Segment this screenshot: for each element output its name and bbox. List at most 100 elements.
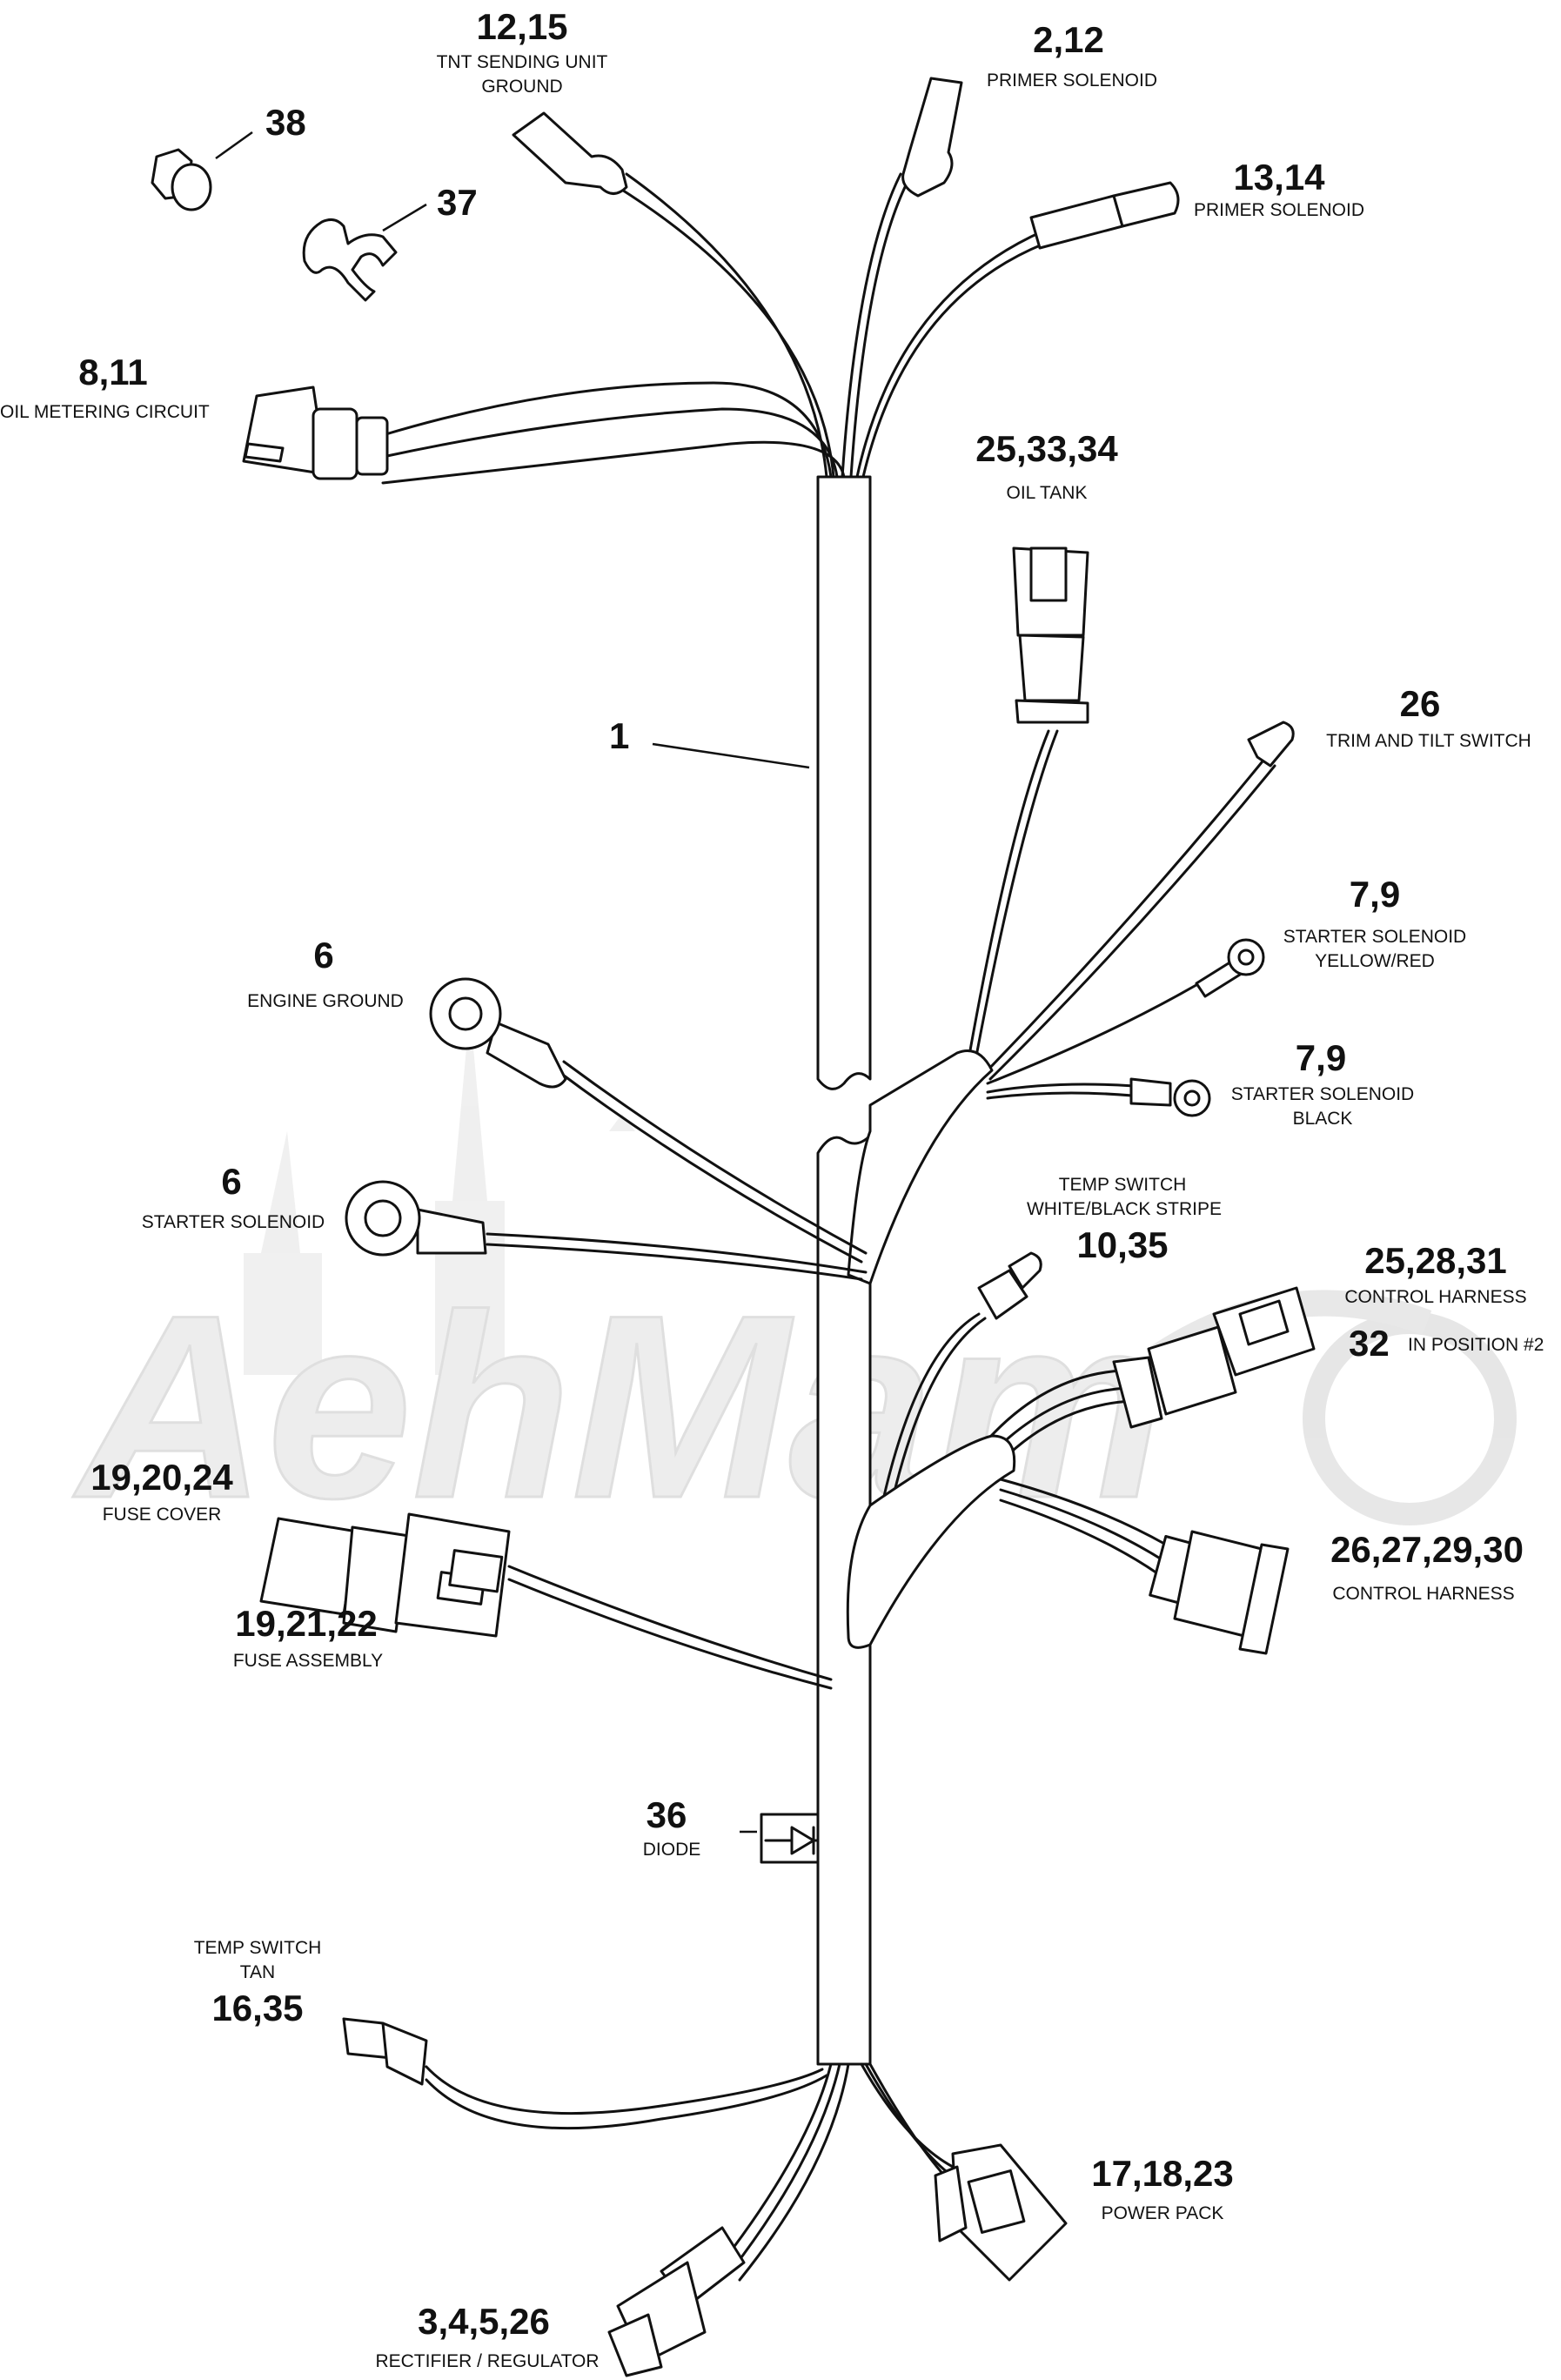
temp-switch-tan xyxy=(342,2017,828,2130)
label-17-18-23-number: 17,18,23 xyxy=(1091,2153,1234,2194)
label-25-33-34-number: 25,33,34 xyxy=(975,428,1118,469)
oil-metering-circuit-connector xyxy=(242,385,389,480)
label-3-4-5-26: 3,4,5,26 RECTIFIER / REGULATOR xyxy=(375,2301,599,2371)
label-6a-caption: ENGINE GROUND xyxy=(247,991,404,1011)
top-wires xyxy=(381,172,1046,485)
control-harness-upper xyxy=(981,1286,1316,1464)
label-26-27-29-30-number: 26,27,29,30 xyxy=(1330,1529,1524,1570)
label-37: 37 xyxy=(437,182,478,223)
label-25-28-31: 25,28,31 CONTROL HARNESS xyxy=(1344,1240,1526,1307)
label-32-number: 32 xyxy=(1349,1323,1390,1364)
label-36-caption: DIODE xyxy=(643,1840,701,1860)
label-38: 38 xyxy=(265,102,306,143)
label-26-27-29-30: 26,27,29,30 CONTROL HARNESS xyxy=(1330,1529,1524,1604)
fuse-assembly xyxy=(394,1512,511,1638)
label-8-11-caption: OIL METERING CIRCUIT xyxy=(0,402,210,422)
label-16-35: TEMP SWITCH TAN 16,35 xyxy=(194,1938,322,2028)
label-3-4-5-26-caption: RECTIFIER / REGULATOR xyxy=(375,2351,599,2371)
fuse-wires xyxy=(507,1565,833,1690)
lower-sleeve-wrap xyxy=(846,1434,1016,1649)
label-6b-caption: STARTER SOLENOID xyxy=(142,1212,325,1232)
control-harness-lower xyxy=(999,1478,1290,1655)
label-7-9a-caption-2: YELLOW/RED xyxy=(1315,951,1435,971)
label-17-18-23: 17,18,23 POWER PACK xyxy=(1091,2153,1234,2223)
label-19-20-24: 19,20,24 FUSE COVER xyxy=(90,1457,233,1525)
bottom-wires xyxy=(720,2062,963,2282)
diode-symbol xyxy=(760,1813,820,1864)
label-16-35-caption: TEMP SWITCH xyxy=(194,1938,322,1958)
primer-solenoid-connector-a xyxy=(901,77,963,198)
clip-part-37 xyxy=(302,218,398,302)
label-13-14-caption: PRIMER SOLENOID xyxy=(1194,200,1364,220)
watermark-text: AehMam xyxy=(70,1260,1167,1552)
label-13-14: 13,14 PRIMER SOLENOID xyxy=(1194,157,1364,220)
label-26-number: 26 xyxy=(1400,683,1441,724)
power-pack-connector xyxy=(934,2143,1068,2282)
label-26: 26 TRIM AND TILT SWITCH xyxy=(1326,683,1531,751)
label-10-35-number: 10,35 xyxy=(1076,1224,1168,1265)
tnt-sending-unit-connector xyxy=(512,111,628,195)
trim-tilt-terminal xyxy=(1247,721,1295,768)
label-25-33-34: 25,33,34 OIL TANK xyxy=(975,428,1118,503)
label-8-11-number: 8,11 xyxy=(78,352,147,392)
label-7-9-black: 7,9 STARTER SOLENOID BLACK xyxy=(1231,1037,1414,1129)
label-16-35-number: 16,35 xyxy=(211,1988,303,2028)
label-25-28-31-caption: CONTROL HARNESS xyxy=(1344,1287,1526,1307)
label-17-18-23-caption: POWER PACK xyxy=(1102,2203,1224,2223)
label-19-21-22-number: 19,21,22 xyxy=(235,1603,378,1644)
label-7-9b-caption: STARTER SOLENOID xyxy=(1231,1084,1414,1104)
cap-part-38 xyxy=(151,148,212,211)
label-7-9-yellow-red: 7,9 STARTER SOLENOID YELLOW/RED xyxy=(1283,874,1466,971)
label-6-starter-solenoid: 6 STARTER SOLENOID xyxy=(142,1161,325,1232)
label-26-caption: TRIM AND TILT SWITCH xyxy=(1326,731,1531,751)
rectifier-regulator-connector xyxy=(607,2226,746,2377)
primer-solenoid-connector-b xyxy=(1029,181,1180,250)
label-7-9b-caption-2: BLACK xyxy=(1293,1109,1353,1129)
label-2-12-number: 2,12 xyxy=(1033,19,1104,60)
label-26-27-29-30-caption: CONTROL HARNESS xyxy=(1332,1584,1514,1604)
leader-lines xyxy=(215,131,810,1834)
right-upper-wires xyxy=(964,729,1276,1100)
ring-terminal-black xyxy=(1129,1077,1211,1117)
label-38-number: 38 xyxy=(265,102,306,143)
label-6b-number: 6 xyxy=(221,1161,241,1202)
label-6-engine-ground: 6 ENGINE GROUND xyxy=(247,935,404,1011)
label-1-number: 1 xyxy=(609,715,629,756)
label-19-20-24-number: 19,20,24 xyxy=(90,1457,233,1498)
label-6a-number: 6 xyxy=(313,935,333,975)
label-2-12-caption: PRIMER SOLENOID xyxy=(987,70,1157,91)
label-12-15-number: 12,15 xyxy=(476,6,567,47)
starter-solenoid-ring-wire xyxy=(345,1180,868,1281)
label-36-number: 36 xyxy=(647,1794,687,1835)
label-3-4-5-26-number: 3,4,5,26 xyxy=(418,2301,550,2342)
label-32-caption: IN POSITION #2 xyxy=(1408,1335,1544,1355)
ring-terminal-yellow-red xyxy=(1195,938,1265,998)
main-harness-trunk xyxy=(816,475,872,2066)
label-12-15-caption: TNT SENDING UNIT xyxy=(437,52,608,72)
label-7-9a-number: 7,9 xyxy=(1350,874,1400,915)
engine-ground-wire xyxy=(429,977,868,1264)
label-1: 1 xyxy=(609,715,629,756)
label-10-35-caption: TEMP SWITCH xyxy=(1059,1175,1187,1195)
label-25-33-34-caption: OIL TANK xyxy=(1007,483,1088,503)
label-37-number: 37 xyxy=(437,182,478,223)
label-10-35: TEMP SWITCH WHITE/BLACK STRIPE 10,35 xyxy=(1027,1175,1222,1265)
label-2-12: 2,12 PRIMER SOLENOID xyxy=(987,19,1157,91)
label-7-9b-number: 7,9 xyxy=(1296,1037,1346,1078)
label-13-14-number: 13,14 xyxy=(1233,157,1325,198)
fuse-cover xyxy=(259,1517,411,1633)
label-32: 32 IN POSITION #2 xyxy=(1349,1323,1544,1364)
label-8-11: 8,11 OIL METERING CIRCUIT xyxy=(0,352,210,422)
label-19-21-22-caption: FUSE ASSEMBLY xyxy=(233,1651,383,1671)
label-12-15: 12,15 TNT SENDING UNIT GROUND xyxy=(437,6,608,97)
label-25-28-31-number: 25,28,31 xyxy=(1364,1240,1507,1281)
upper-sleeve-wrap xyxy=(847,1049,994,1285)
label-7-9a-caption: STARTER SOLENOID xyxy=(1283,927,1466,947)
label-10-35-caption-2: WHITE/BLACK STRIPE xyxy=(1027,1199,1222,1219)
label-19-21-22: 19,21,22 FUSE ASSEMBLY xyxy=(233,1603,383,1671)
label-19-20-24-caption: FUSE COVER xyxy=(103,1505,222,1525)
oil-tank-connector xyxy=(1012,546,1089,724)
label-36: 36 DIODE xyxy=(643,1794,701,1860)
label-12-15-caption-2: GROUND xyxy=(481,77,562,97)
